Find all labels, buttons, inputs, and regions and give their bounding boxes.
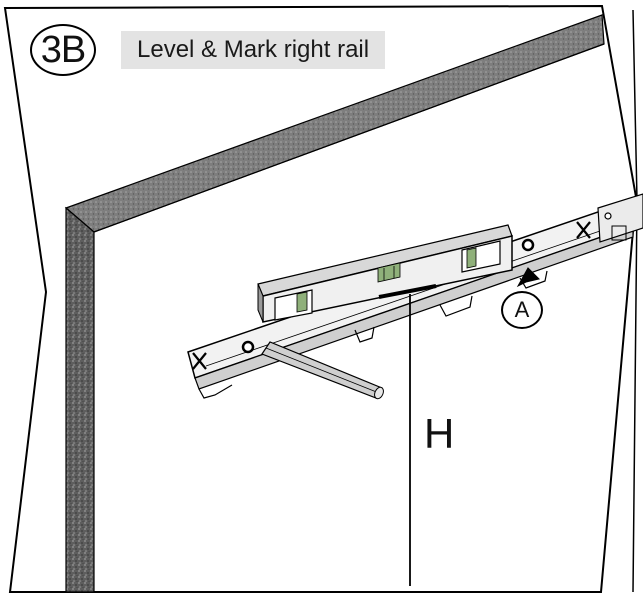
screw-hole-right [576,221,591,239]
wall-face-outline [93,43,605,233]
rail-hole-right [521,238,535,252]
callout-a-label: A [501,291,543,329]
callout-a-arrow [516,267,540,288]
screw-hole-left [192,352,207,370]
height-label: H [424,410,455,457]
level-mark-line [378,284,437,299]
step-number-badge: 3B [30,24,96,76]
step-title: Level & Mark right rail [121,31,386,69]
pencil-icon [261,341,384,400]
rail-hole-left [241,340,255,354]
spirit-level-icon [257,224,513,323]
rail-connector [597,193,643,243]
wall-side-edge [65,206,95,593]
